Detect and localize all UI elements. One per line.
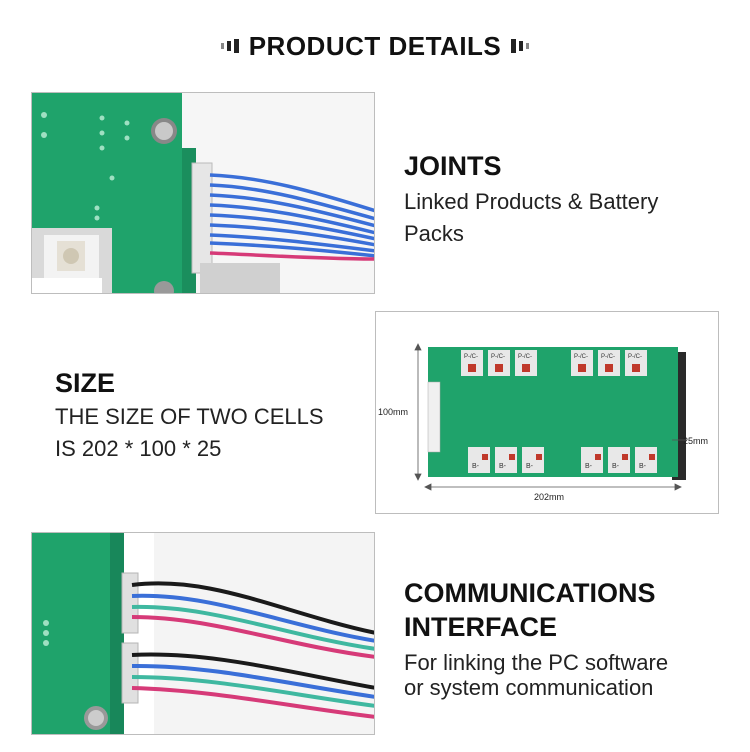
size-description-line-2: IS 202 * 100 * 25	[55, 436, 222, 461]
communications-title-line-2: INTERFACE	[404, 612, 558, 642]
header-right-decoration	[511, 39, 530, 53]
depth-dimension-label: 25mm	[683, 436, 708, 446]
height-dimension-label: 100mm	[378, 407, 408, 417]
communications-description-line-1: For linking the PC software	[404, 650, 669, 675]
terminal-label: P-/C-	[491, 354, 505, 360]
top-terminals	[461, 350, 647, 376]
communications-block: COMMUNICATIONS INTERFACE For linking the…	[404, 576, 734, 700]
page-title: PRODUCT DETAILS	[248, 30, 502, 61]
header-left-decoration	[220, 39, 239, 53]
joints-description-line-1: Linked Products & Battery	[404, 189, 659, 214]
joints-block: JOINTS Linked Products & Battery Packs	[404, 150, 734, 250]
joints-photo	[31, 92, 375, 294]
terminal-label: P-/C-	[464, 354, 478, 360]
width-dimension-label: 202mm	[534, 492, 564, 502]
joints-title: JOINTS	[404, 151, 502, 181]
terminal-label: P-/C-	[518, 354, 532, 360]
terminal-label: B-	[526, 463, 534, 470]
terminal-label: P-/C-	[601, 354, 615, 360]
size-diagram: P-/C- P-/C- P-/C- P-/C- P-/C- P-/C- B- B…	[375, 311, 719, 514]
terminal-label: B-	[612, 463, 620, 470]
terminal-label: B-	[472, 463, 480, 470]
communications-photo	[31, 532, 375, 735]
terminal-label: P-/C-	[628, 354, 642, 360]
size-description-line-1: THE SIZE OF TWO CELLS	[55, 404, 324, 429]
size-title: SIZE	[55, 368, 116, 398]
section-header: PRODUCT DETAILS	[0, 28, 750, 64]
terminal-label: P-/C-	[574, 354, 588, 360]
size-block: SIZE THE SIZE OF TWO CELLS IS 202 * 100 …	[55, 367, 375, 465]
terminal-label: B-	[639, 463, 647, 470]
communications-title-line-1: COMMUNICATIONS	[404, 578, 656, 608]
terminal-label: B-	[585, 463, 593, 470]
joints-description-line-2: Packs	[404, 221, 464, 246]
communications-description-line-2: or system communication	[404, 675, 654, 700]
terminal-label: B-	[499, 463, 507, 470]
